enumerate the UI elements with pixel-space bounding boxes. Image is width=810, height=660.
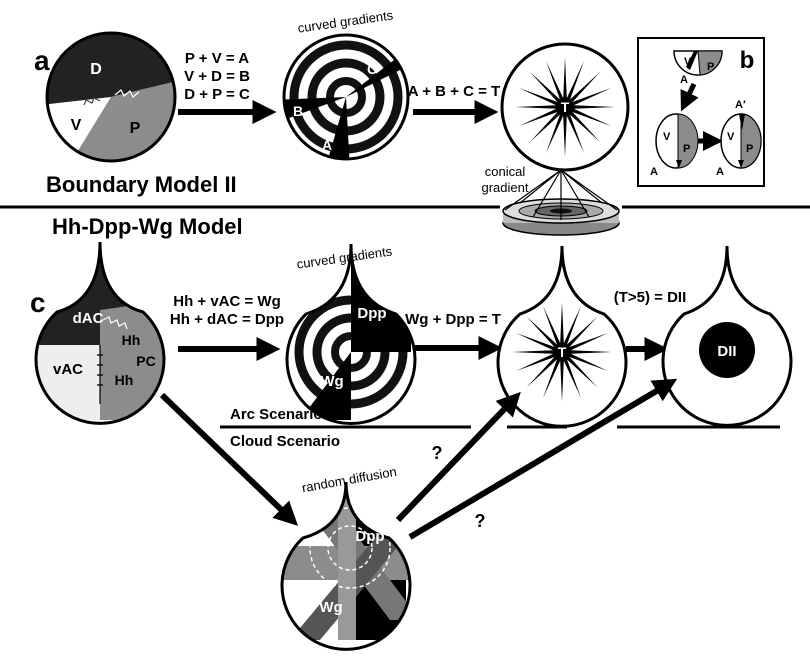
disc-a-region-d: D xyxy=(90,61,102,78)
panel-b-top-disc: V P A xyxy=(673,50,723,86)
curved-gradients-label-c: curved gradients xyxy=(296,243,394,271)
disc-c-region-vac: vAC xyxy=(53,361,83,378)
panel-b-right-v: V xyxy=(727,131,735,143)
equation-a-1: P + V = A xyxy=(185,50,249,67)
star-icon xyxy=(515,57,615,157)
sum-equation-a: A + B + C = T xyxy=(408,83,500,100)
panel-b-arrow-down xyxy=(680,82,699,112)
outcome-disc: DII xyxy=(661,245,793,427)
random-diffusion-disc: Dpp Wg xyxy=(280,481,412,651)
equation-a-3: D + P = C xyxy=(184,86,250,103)
panel-b-right-a-prime: A′ xyxy=(735,99,746,111)
conical-gradient-icon xyxy=(502,169,620,236)
target-label-c: T xyxy=(558,344,567,360)
panel-label-b: b xyxy=(740,47,755,74)
curved-gradients-disc-c: Dpp Wg xyxy=(285,243,417,426)
arrow-to-random xyxy=(159,392,299,526)
disc-a-region-v: V xyxy=(71,117,82,134)
curved-gradients-label-a: curved gradients xyxy=(297,7,395,35)
arrow-random-to-outcome xyxy=(408,378,678,540)
panel-b-right-p: P xyxy=(746,143,753,155)
curved-region-a: A xyxy=(322,137,332,153)
question-mark-2: ? xyxy=(475,511,486,531)
arrow-random-to-target xyxy=(395,391,521,523)
question-mark-1: ? xyxy=(432,443,443,463)
conical-gradient-label-1: conical xyxy=(485,164,526,179)
random-region-dpp: Dpp xyxy=(355,528,384,545)
panel-b-top-a: A xyxy=(680,74,688,86)
random-diffusion-label: random diffusion xyxy=(301,464,398,495)
panel-b-top-v: V xyxy=(684,56,692,68)
panel-b-top-p: P xyxy=(707,61,714,73)
panel-b-left-p: P xyxy=(683,143,690,155)
panel-label-c: c xyxy=(30,287,46,318)
threshold-equation: (T>5) = DII xyxy=(614,289,687,306)
conical-gradient-label-2: gradient xyxy=(482,180,529,195)
panel-b-left-a: A xyxy=(650,166,658,178)
target-disc-a: T xyxy=(500,42,630,172)
star-icon xyxy=(512,302,612,402)
curved-region-wg: Wg xyxy=(320,373,343,390)
disc-a-region-p: P xyxy=(130,120,141,137)
panel-b-right-disc: V P A A′ xyxy=(716,99,762,178)
panel-b-left-disc: V P A xyxy=(650,113,699,178)
disc-c-region-hh-1: Hh xyxy=(122,332,141,348)
disc-c-region-pc: PC xyxy=(136,353,155,369)
curved-region-dpp: Dpp xyxy=(357,305,386,322)
panel-label-a: a xyxy=(34,45,50,76)
cloud-scenario-label: Cloud Scenario xyxy=(230,433,340,450)
boundary-model-title: Boundary Model II xyxy=(46,172,237,197)
target-label-a: T xyxy=(561,99,570,115)
equation-c-2: Hh + dAC = Dpp xyxy=(170,311,284,328)
disc-c-region-hh-2: Hh xyxy=(115,372,134,388)
hh-dpp-wg-model-title: Hh-Dpp-Wg Model xyxy=(52,214,243,239)
target-disc-c: T xyxy=(496,245,628,428)
random-region-wg: Wg xyxy=(319,599,342,616)
sum-equation-c: Wg + Dpp = T xyxy=(405,311,501,328)
curved-region-c: C xyxy=(367,61,377,77)
panel-b-left-v: V xyxy=(663,131,671,143)
panel-b-right-a: A xyxy=(716,166,724,178)
equation-c-1: Hh + vAC = Wg xyxy=(173,293,281,310)
curved-gradients-disc-a: A B C xyxy=(282,33,410,161)
disc-c-region-dac: dAC xyxy=(73,310,104,327)
disc-a: D V P xyxy=(45,31,177,163)
disc-c: dAC vAC Hh PC Hh xyxy=(34,241,166,425)
equation-a-2: V + D = B xyxy=(184,68,250,85)
outcome-label: DII xyxy=(717,343,736,360)
curved-region-b: B xyxy=(293,103,303,119)
arc-scenario-label: Arc Scenario xyxy=(230,406,323,423)
